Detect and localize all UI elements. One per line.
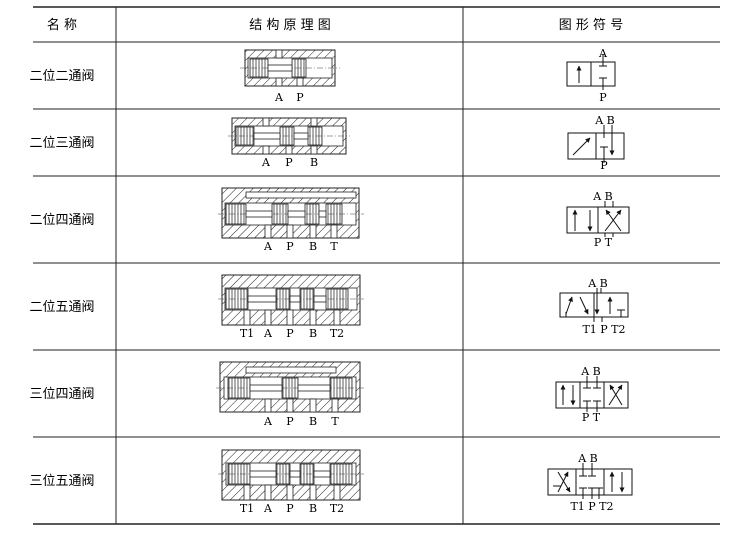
port-label: B xyxy=(309,502,317,515)
symbol-label: A B xyxy=(594,114,615,127)
port-label: P xyxy=(286,502,294,515)
port-label: P xyxy=(285,156,293,169)
valve-symbol xyxy=(547,463,633,499)
structure-diagram: A P xyxy=(240,49,340,104)
port-label: P xyxy=(286,240,294,253)
port-label: T1 xyxy=(240,502,254,515)
valve-symbol xyxy=(566,54,616,90)
port-label: T1 xyxy=(240,327,254,340)
port-label: T xyxy=(331,415,339,428)
structure-diagram: A P B T xyxy=(218,187,364,253)
valve-symbol xyxy=(566,201,630,237)
symbol-label: A B xyxy=(587,277,608,290)
symbol-label: A B xyxy=(580,365,601,378)
valve-symbol xyxy=(559,288,629,322)
row-name: 二位三通阀 xyxy=(29,136,94,151)
header-symbol: 图 形 符 号 xyxy=(559,17,623,33)
header-structure: 结 构 原 理 图 xyxy=(249,18,331,33)
port-label: P xyxy=(286,415,294,428)
port-label: A xyxy=(274,91,284,104)
port-label: B xyxy=(309,327,317,340)
valve-symbol xyxy=(567,125,625,163)
valve-symbol xyxy=(555,376,629,412)
port-label: P xyxy=(286,327,294,340)
port-label: A xyxy=(263,415,273,428)
port-label: A xyxy=(263,240,273,253)
structure-diagram: A P B xyxy=(228,117,350,169)
port-label: T2 xyxy=(330,327,344,340)
structure-diagram: T1 A P B T2 xyxy=(218,449,364,515)
port-label: A xyxy=(261,156,271,169)
port-label: P xyxy=(296,91,304,104)
row-name: 三位四通阀 xyxy=(29,387,94,402)
symbol-label: P T xyxy=(582,411,601,424)
symbol-label: A B xyxy=(592,190,613,203)
symbol-label: P T xyxy=(594,236,613,249)
port-label: B xyxy=(309,415,317,428)
row-name: 二位五通阀 xyxy=(29,300,94,315)
table-grid xyxy=(33,6,720,525)
header-name: 名 称 xyxy=(47,17,77,33)
structure-diagram: A P B T xyxy=(216,361,364,428)
port-label: B xyxy=(309,240,317,253)
port-label: B xyxy=(310,156,318,169)
port-label: T xyxy=(330,240,338,253)
structure-diagram: T1 A P B T2 xyxy=(218,274,364,340)
symbol-label: A xyxy=(598,47,608,60)
port-label: T2 xyxy=(330,502,344,515)
symbol-label: P xyxy=(600,159,608,172)
row-name: 二位四通阀 xyxy=(29,213,94,228)
symbol-label: P xyxy=(599,91,607,104)
symbol-label: A B xyxy=(577,452,598,465)
row-name: 二位二通阀 xyxy=(29,69,94,84)
symbol-label: T1 P T2 xyxy=(570,500,613,513)
row-name: 三位五通阀 xyxy=(29,474,94,489)
symbol-label: T1 P T2 xyxy=(582,323,625,336)
port-label: A xyxy=(263,502,273,515)
port-label: A xyxy=(263,327,273,340)
